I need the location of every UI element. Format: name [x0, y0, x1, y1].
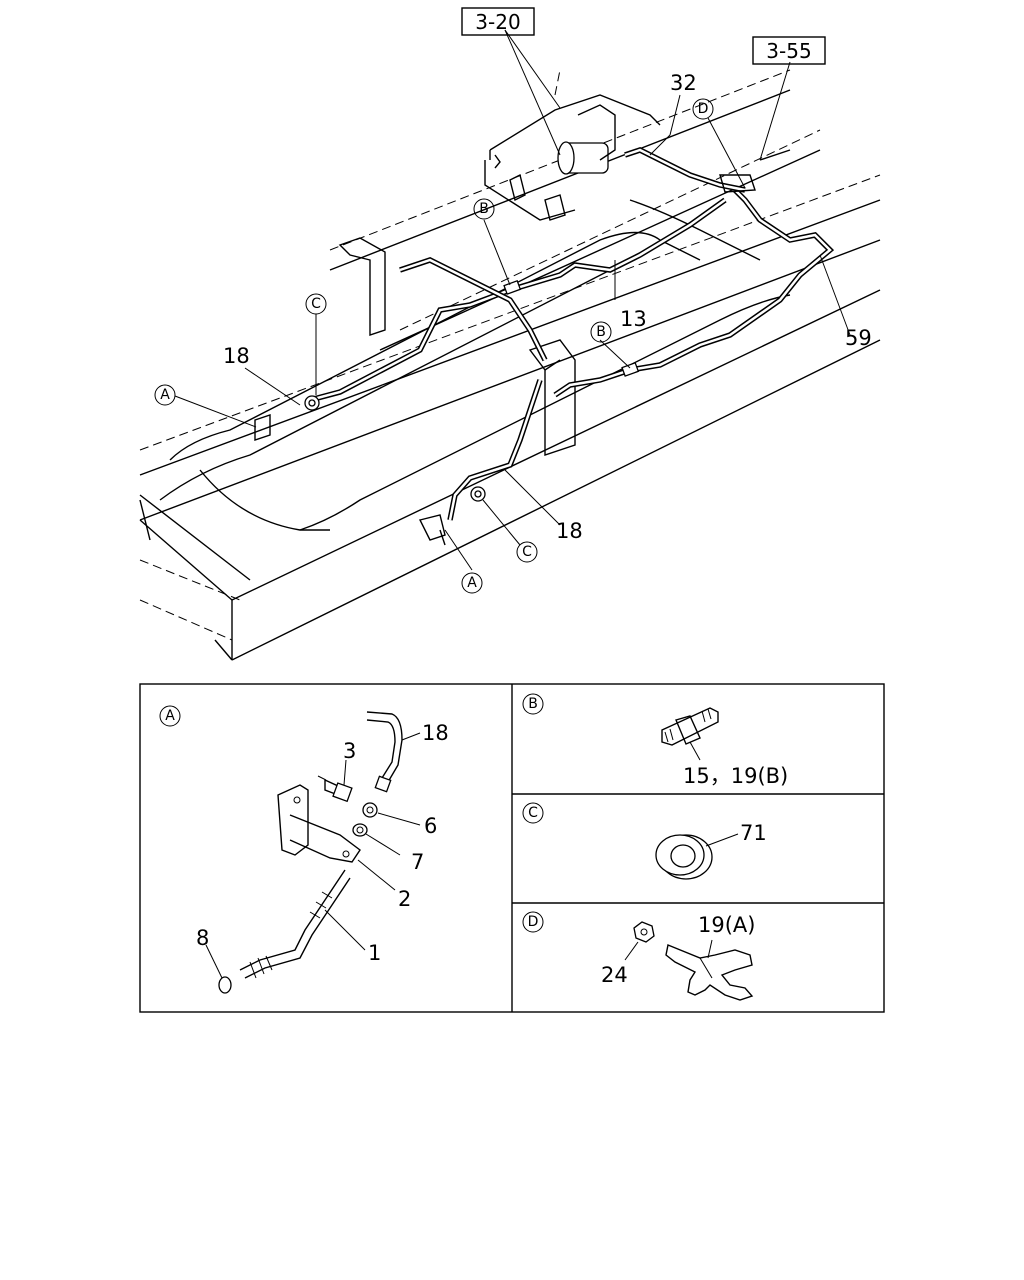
- marker-a-lower-label: A: [467, 575, 477, 591]
- marker-c-lower[interactable]: C: [516, 541, 538, 563]
- brake-pipe-32: [624, 147, 791, 193]
- marker-c-upper[interactable]: C: [305, 293, 327, 315]
- detail-c-grommet: [655, 833, 739, 880]
- detail-a-label-8: 8: [196, 926, 209, 950]
- detail-a-bracket: [277, 784, 361, 863]
- part-label-18-bottom: 18: [556, 519, 583, 543]
- detail-panels: [139, 683, 885, 1013]
- part-label-18-left: 18: [223, 344, 250, 368]
- marker-d-top[interactable]: D: [692, 98, 714, 120]
- detail-a-hose-1: [239, 869, 366, 979]
- pipe-couplers: [254, 174, 756, 546]
- marker-b-middle[interactable]: B: [590, 321, 612, 343]
- detail-a-pipe-18: [366, 711, 421, 793]
- detail-panel-b: B 15，19(B): [522, 693, 788, 788]
- brake-pipe-18-lower: [447, 379, 543, 521]
- detail-a-bolt-3: [317, 759, 353, 803]
- detail-c-part-label: 71: [740, 821, 767, 845]
- detail-a-oring-8: [205, 944, 232, 994]
- marker-b-upper-label: B: [479, 201, 489, 217]
- part-label-32: 32: [670, 71, 697, 95]
- marker-c-upper-label: C: [311, 296, 321, 312]
- detail-a-label-1: 1: [368, 941, 381, 965]
- detail-d-marker-label: D: [528, 914, 539, 930]
- detail-panel-a: A: [159, 705, 449, 994]
- frame-bracket: [338, 237, 576, 456]
- detail-panel-c: C 71: [522, 802, 767, 880]
- detail-d-cross-fitting: [665, 939, 754, 1001]
- detail-d-label-fitting: 19(A): [698, 913, 755, 937]
- chassis-illustration: 3-20 3-55 32 13 59 18 18 D B C B: [139, 7, 881, 661]
- brake-pipe-13: [309, 197, 727, 403]
- reference-label-3-20: 3-20: [475, 10, 520, 34]
- detail-panel-d: D 19(A) 24: [522, 911, 755, 1001]
- detail-b-union-fitting: [661, 707, 719, 761]
- detail-a-marker-label: A: [165, 708, 175, 724]
- brake-pipe-59: [553, 188, 835, 398]
- part-label-59: 59: [845, 326, 872, 350]
- reference-box-3-55[interactable]: 3-55: [752, 36, 826, 65]
- marker-c-lower-label: C: [522, 544, 532, 560]
- part-label-13: 13: [620, 307, 647, 331]
- detail-a-label-6: 6: [424, 814, 437, 838]
- marker-a-lower[interactable]: A: [461, 572, 483, 594]
- reference-box-3-20[interactable]: 3-20: [461, 7, 535, 36]
- detail-c-marker: C: [522, 802, 544, 824]
- marker-a-left[interactable]: A: [154, 384, 176, 406]
- frame-rail-front: [139, 174, 881, 661]
- detail-a-label-7: 7: [411, 850, 424, 874]
- detail-b-marker: B: [522, 693, 544, 715]
- detail-a-label-2: 2: [398, 887, 411, 911]
- detail-a-leader-2: [357, 859, 396, 891]
- cross-member: [139, 199, 791, 581]
- detail-d-marker: D: [522, 911, 544, 933]
- valve-assembly: [484, 69, 661, 221]
- detail-a-label-3: 3: [343, 739, 356, 763]
- marker-b-upper[interactable]: B: [473, 198, 495, 220]
- detail-a-label-18: 18: [422, 721, 449, 745]
- marker-a-left-label: A: [160, 387, 170, 403]
- marker-b-middle-label: B: [596, 324, 606, 340]
- marker-d-top-label: D: [698, 101, 709, 117]
- detail-b-part-label: 15，19(B): [683, 764, 788, 788]
- detail-a-marker: A: [159, 705, 181, 727]
- detail-a-washer-7: [352, 823, 401, 856]
- detail-c-marker-label: C: [528, 805, 538, 821]
- detail-b-marker-label: B: [528, 696, 538, 712]
- brake-pipe-upper: [399, 257, 548, 362]
- detail-d-nut: [624, 921, 655, 961]
- leader-lines: [174, 29, 851, 571]
- detail-d-label-nut: 24: [601, 963, 628, 987]
- reference-label-3-55: 3-55: [766, 39, 811, 63]
- detail-a-nut-6: [362, 802, 421, 826]
